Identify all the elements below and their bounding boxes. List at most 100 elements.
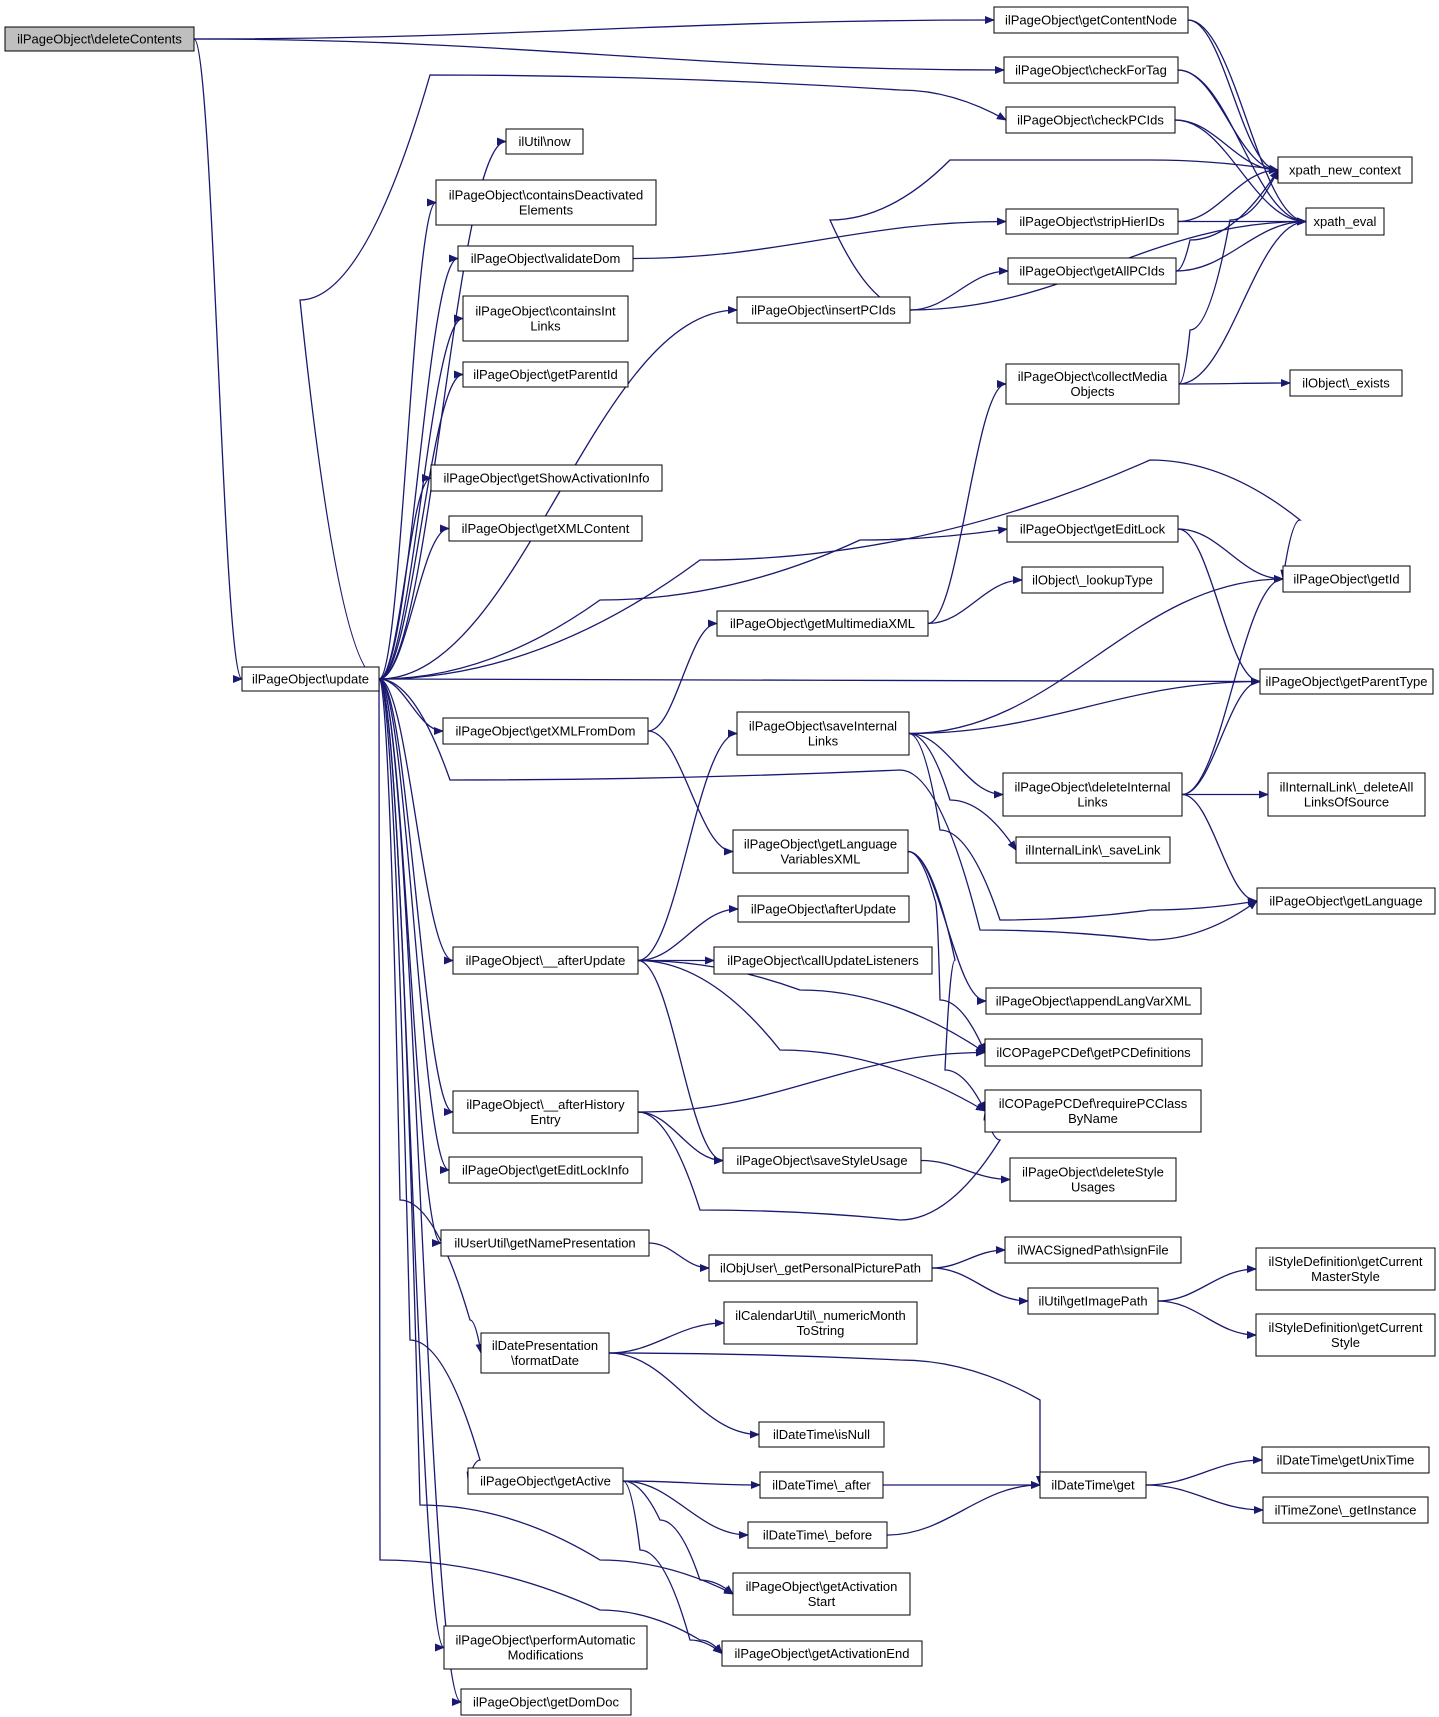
edge-get-active-to-get-activation-start: [622, 1480, 734, 1595]
node-get-pcdefinitions[interactable]: ilCOPagePCDef\getPCDefinitions: [984, 1038, 1203, 1067]
node-box: [1259, 668, 1434, 695]
node-strip-hier-ids[interactable]: ilPageObject\stripHierIDs: [1005, 208, 1179, 235]
edge-insert-pcids-to-get-all-pcids: [909, 267, 1009, 311]
edge-get-all-pcids-to-xpath-eval: [1175, 217, 1307, 272]
node-get-active[interactable]: ilPageObject\getActive: [467, 1467, 624, 1495]
node-update[interactable]: ilPageObject\update: [241, 666, 380, 692]
node-lookup-type[interactable]: ilObject\_lookupType: [1021, 566, 1164, 594]
edge-arrow: [927, 380, 1007, 625]
edge-update-to-get-language: [378, 678, 1258, 941]
node-save-link[interactable]: ilInternalLink\_saveLink: [1015, 836, 1171, 864]
node-append-lang-var-xml[interactable]: ilPageObject\appendLangVarXML: [985, 987, 1202, 1015]
node-get-all-pcids[interactable]: ilPageObject\getAllPCIds: [1007, 257, 1177, 285]
node-is-null[interactable]: ilDateTime\isNull: [758, 1421, 885, 1448]
edge-arrow: [378, 678, 481, 1482]
node-delete-contents[interactable]: ilPageObject\deleteContents: [4, 26, 195, 52]
node-get-id[interactable]: ilPageObject\getId: [1282, 565, 1411, 593]
edge-format-date-to-numeric-month: [608, 1319, 725, 1354]
node-get-parent-type[interactable]: ilPageObject\getParentType: [1259, 668, 1434, 695]
node-check-pcids[interactable]: ilPageObject\checkPCIds: [1005, 106, 1176, 134]
node-get-personal-picture-path[interactable]: ilObjUser\_getPersonalPicturePath: [708, 1254, 933, 1282]
node-get-instance[interactable]: ilTimeZone\_getInstance: [1262, 1496, 1429, 1524]
node-get-parent-id[interactable]: ilPageObject\getParentId: [462, 361, 629, 388]
node-xpath-eval[interactable]: xpath_eval: [1305, 207, 1385, 236]
node-now[interactable]: ilUtil\now: [505, 128, 584, 155]
edge-arrow: [378, 678, 450, 1174]
node-format-date[interactable]: ilDatePresentation\formatDate: [480, 1332, 610, 1374]
node-after-update[interactable]: ilPageObject\__afterUpdate: [452, 946, 639, 975]
edge-get-personal-picture-path-to-sign-file: [931, 1246, 1006, 1269]
node-box: [1006, 515, 1179, 543]
node-perform-auto[interactable]: ilPageObject\performAutomaticModificatio…: [443, 1625, 648, 1670]
node-label: ilPageObject\getParentType: [1266, 674, 1428, 689]
node-get-edit-lock[interactable]: ilPageObject\getEditLock: [1006, 515, 1179, 543]
node-call-update-listeners[interactable]: ilPageObject\callUpdateListeners: [713, 946, 933, 975]
node-get-activation-end[interactable]: ilPageObject\getActivationEnd: [721, 1640, 923, 1667]
node-exists[interactable]: ilObject\_exists: [1289, 369, 1403, 397]
node-box: [1255, 1247, 1436, 1291]
node-get-xmlcontent[interactable]: ilPageObject\getXMLContent: [448, 515, 643, 542]
node-after[interactable]: ilDateTime\_after: [759, 1471, 884, 1499]
node-after-update-pub[interactable]: ilPageObject\afterUpdate: [737, 895, 910, 923]
node-get-show-activation-info[interactable]: ilPageObject\getShowActivationInfo: [430, 464, 663, 492]
edge-arrow: [907, 850, 986, 1112]
node-label: Modifications: [508, 1648, 584, 1663]
node-get-name-presentation[interactable]: ilUserUtil\getNamePresentation: [440, 1229, 650, 1257]
node-save-style-usage[interactable]: ilPageObject\saveStyleUsage: [722, 1147, 922, 1174]
node-label: ilPageObject\getActivation: [746, 1579, 898, 1594]
edge-arrow: [637, 959, 986, 1112]
node-get-dom-doc[interactable]: ilPageObject\getDomDoc: [460, 1688, 632, 1716]
edge-after-history-to-get-pcdefinitions: [637, 1048, 986, 1113]
node-sign-file[interactable]: ilWACSignedPath\signFile: [1004, 1236, 1182, 1264]
node-validate-dom[interactable]: ilPageObject\validateDom: [457, 245, 634, 272]
node-get-content-node[interactable]: ilPageObject\getContentNode: [993, 6, 1189, 34]
edge-arrow: [608, 1352, 760, 1439]
node-get-image-path[interactable]: ilUtil\getImagePath: [1027, 1287, 1159, 1315]
node-label: ilStyleDefinition\getCurrent: [1269, 1320, 1423, 1335]
node-check-for-tag[interactable]: ilPageObject\checkForTag: [1003, 56, 1179, 84]
node-get-language[interactable]: ilPageObject\getLanguage: [1256, 887, 1436, 915]
node-get-edit-lock-info[interactable]: ilPageObject\getEditLockInfo: [448, 1156, 643, 1184]
edge-arrow: [378, 678, 454, 965]
node-label: ilPageObject\getDomDoc: [473, 1695, 619, 1710]
edge-arrow: [193, 38, 1005, 74]
node-label: ilPageObject\insertPCIds: [751, 303, 896, 318]
edge-arrow: [1174, 119, 1307, 226]
node-label: ilPageObject\__afterUpdate: [466, 953, 626, 968]
node-box: [1005, 208, 1179, 235]
node-label: ilPageObject\getAllPCIds: [1019, 264, 1165, 279]
node-xpath-new-context[interactable]: xpath_new_context: [1277, 156, 1413, 184]
edge-delete-contents-to-get-content-node: [193, 16, 995, 40]
edge-get-image-path-to-current-style: [1157, 1300, 1257, 1339]
node-label: VariablesXML: [781, 852, 861, 867]
edge-arrow: [909, 267, 1009, 311]
node-before[interactable]: ilDateTime\_before: [747, 1521, 888, 1549]
node-box: [241, 666, 380, 692]
edge-arrow: [1178, 217, 1307, 385]
edge-delete-contents-to-check-for-tag: [193, 38, 1005, 74]
node-box: [984, 1038, 1203, 1067]
node-get-unix-time[interactable]: ilDateTime\getUnixTime: [1261, 1446, 1430, 1474]
node-layer: ilPageObject\deleteContents ilPageObject\…: [4, 6, 1436, 1716]
node-insert-pcids[interactable]: ilPageObject\insertPCIds: [736, 296, 911, 324]
node-get-multimedia-xml[interactable]: ilPageObject\getMultimediaXML: [716, 610, 929, 637]
node-dt-get[interactable]: ilDateTime\get: [1039, 1471, 1147, 1499]
node-box: [1289, 369, 1403, 397]
node-get-xmlfrom-dom[interactable]: ilPageObject\getXMLFromDom: [442, 717, 649, 745]
node-box: [1007, 257, 1177, 285]
edge-arrow: [931, 1246, 1006, 1269]
